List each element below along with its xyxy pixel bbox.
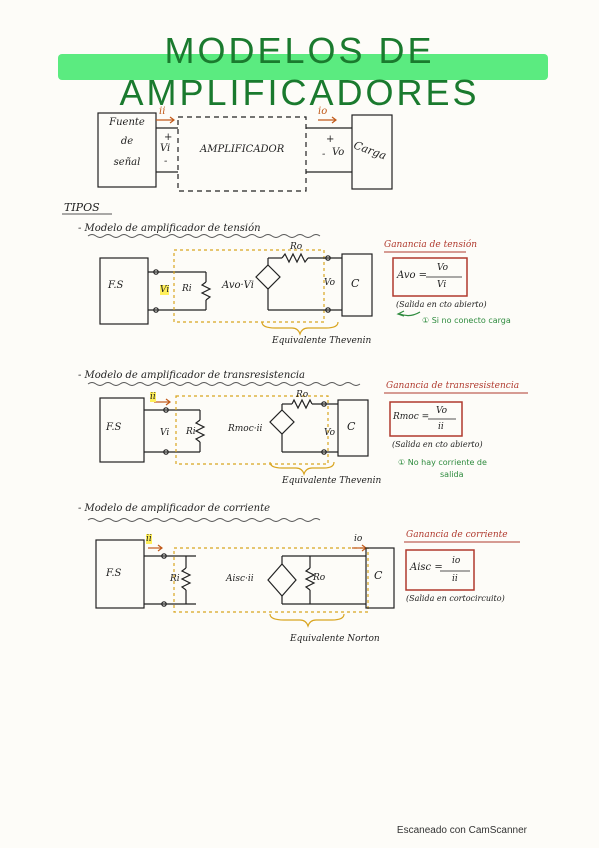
- input-voltage-label: Vi: [160, 143, 171, 154]
- ii-label-2: ii: [150, 392, 156, 402]
- norton-label: Equivalente Norton: [290, 634, 380, 644]
- aisc-num: io: [452, 556, 461, 566]
- transres-gain-note: (Salida en cto abierto): [392, 440, 483, 449]
- amplifier-box: [177, 116, 307, 192]
- output-plus: +: [326, 134, 335, 145]
- output-minus: -: [322, 149, 326, 160]
- avo-lhs: Avo =: [397, 270, 428, 281]
- fs-box-1: [99, 257, 149, 325]
- types-heading: TIPOS: [64, 201, 100, 214]
- io-label-3: io: [354, 534, 363, 544]
- load-c-3: C: [374, 569, 383, 582]
- ri-label-3: Ri: [170, 574, 180, 584]
- transres-green-note-2: salida: [440, 470, 464, 479]
- load-c-1: C: [351, 277, 360, 290]
- ro-label-1: Ro: [290, 242, 303, 252]
- signal-source-box: [97, 112, 157, 188]
- vo-label-1: Vo: [324, 278, 336, 288]
- fs-label-1: F.S: [108, 280, 124, 291]
- transres-gain-title: Ganancia de transresistencia: [386, 381, 520, 391]
- vi-label-2: Vi: [160, 428, 170, 438]
- title-highlight: [58, 54, 548, 80]
- ro-label-2: Ro: [296, 390, 309, 400]
- voltage-gain-note: (Salida en cto abierto): [396, 300, 487, 309]
- source-label-1: Fuente: [109, 117, 145, 128]
- page-title: MODELOS DE AMPLIFICADORES: [119, 30, 480, 113]
- current-amp-heading: - Modelo de amplificador de corriente: [78, 503, 271, 514]
- aisc-ii-label: Aisc·ii: [226, 574, 254, 584]
- load-box: [351, 114, 393, 190]
- scanner-watermark: Escaneado con CamScanner: [396, 825, 527, 836]
- transres-green-note-1: ① No hay corriente de: [398, 458, 487, 467]
- fs-box-2: [99, 397, 145, 463]
- ri-label-1: Ri: [182, 284, 192, 294]
- current-gain-title: Ganancia de corriente: [406, 530, 508, 540]
- rmoc-ii-label: Rmoc·ii: [228, 424, 263, 434]
- vi-label-1: Vi: [160, 285, 170, 295]
- input-current-label: ii: [159, 106, 166, 117]
- rmoc-lhs: Rmoc =: [393, 412, 430, 422]
- vo-label-2: Vo: [324, 428, 336, 438]
- avo-den: Vi: [437, 280, 447, 290]
- aisc-den: ii: [452, 574, 458, 584]
- input-plus: +: [164, 132, 173, 143]
- aisc-lhs: Aisc =: [410, 562, 443, 573]
- thevenin-label-2: Equivalente Thevenin: [282, 476, 382, 486]
- voltage-amp-heading: - Modelo de amplificador de tensión: [78, 223, 261, 234]
- ii-label-3: ii: [146, 534, 152, 544]
- load-c-2: C: [347, 420, 356, 433]
- avo-vi-label: Avo·Vi: [222, 280, 254, 291]
- output-voltage-label: Vo: [332, 147, 345, 158]
- amplifier-label: AMPLIFICADOR: [200, 144, 285, 155]
- source-label-3: señal: [113, 157, 141, 168]
- rmoc-den: ii: [438, 422, 444, 432]
- fs-label-3: F.S: [106, 568, 122, 579]
- fs-label-2: F.S: [106, 422, 122, 433]
- source-label-2: de: [120, 136, 134, 147]
- ri-label-2: Ri: [186, 427, 196, 437]
- current-gain-note: (Salida en cortocircuito): [406, 594, 505, 603]
- transres-amp-heading: - Modelo de amplificador de transresiste…: [78, 370, 306, 381]
- voltage-gain-title: Ganancia de tensión: [384, 240, 478, 250]
- voltage-green-note: ① Si no conecto carga: [422, 316, 511, 325]
- output-current-label: io: [318, 106, 328, 117]
- rmoc-num: Vo: [436, 406, 448, 416]
- thevenin-label-1: Equivalente Thevenin: [272, 336, 372, 346]
- input-minus: -: [164, 156, 168, 167]
- avo-num: Vo: [437, 263, 449, 273]
- ro-label-3: Ro: [313, 573, 326, 583]
- fs-box-3: [95, 539, 145, 609]
